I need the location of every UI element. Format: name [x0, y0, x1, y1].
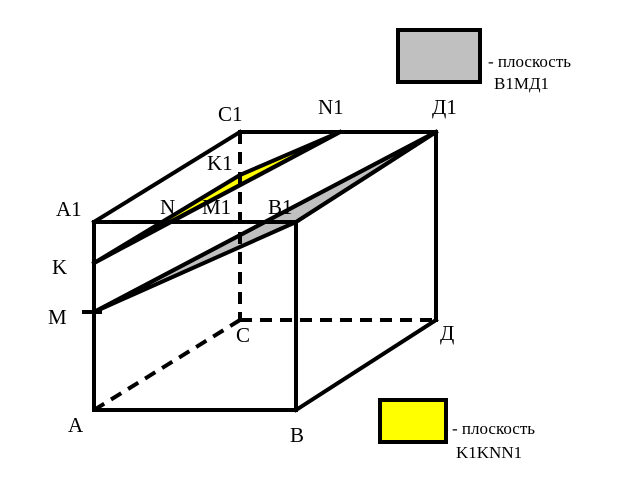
label-n: N	[160, 195, 175, 219]
label-n1: N1	[318, 95, 344, 119]
line-m-d1	[91, 129, 439, 315]
line-k-n1	[91, 129, 343, 266]
label-k1: K1	[207, 151, 233, 175]
label-b: B	[290, 423, 304, 447]
legend-swatch-yellow	[378, 398, 448, 444]
legend-gray-text-2: B1МД1	[494, 74, 549, 93]
label-b1: B1	[268, 195, 293, 219]
legend-yellow-text-2: K1KNN1	[456, 443, 522, 462]
edge-a1-c1	[91, 129, 243, 225]
label-c: C	[236, 323, 250, 347]
label-c1: C1	[218, 102, 243, 126]
label-a1: A1	[56, 197, 82, 221]
edge-b1-d1	[293, 129, 439, 225]
edge-b-d	[293, 317, 439, 413]
legend-yellow-text-1: - плоскость	[452, 419, 535, 438]
legend-gray-text-1: - плоскость	[488, 52, 571, 71]
label-d: Д	[440, 321, 454, 345]
label-m1: M1	[202, 195, 231, 219]
label-a: A	[68, 413, 84, 437]
label-d1: Д1	[432, 95, 457, 119]
legend-swatch-gray	[396, 28, 482, 84]
label-m: M	[48, 305, 67, 329]
label-k: K	[52, 255, 67, 279]
edge-a-c	[92, 318, 242, 412]
